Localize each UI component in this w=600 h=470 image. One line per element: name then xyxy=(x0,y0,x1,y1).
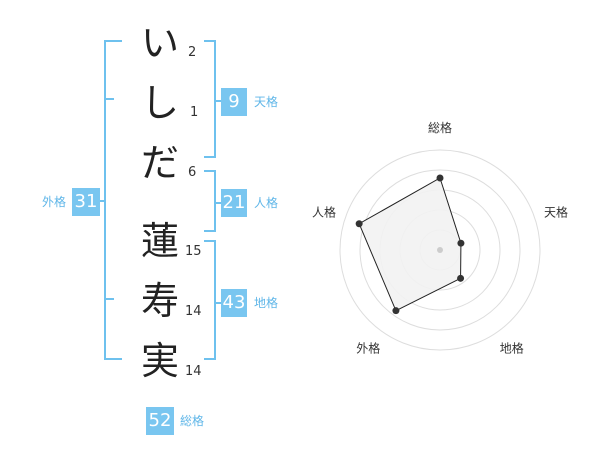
tenkaku-value: 9 xyxy=(221,88,247,116)
tenkaku-bracket-bottom xyxy=(204,156,216,158)
stroke-count-4: 15 xyxy=(185,244,202,259)
stroke-count-2: 1 xyxy=(190,105,199,120)
stroke-count-5: 14 xyxy=(185,304,202,319)
radar-point-5 xyxy=(355,220,363,228)
tenkaku-bracket-vertical xyxy=(214,40,216,158)
radar-axis-label-jinkaku: 人格 xyxy=(312,204,336,219)
gaikaku-value: 31 xyxy=(72,188,100,216)
radar-point-1 xyxy=(436,174,444,182)
radar-point-2 xyxy=(457,239,465,247)
name-char-6: 実 xyxy=(140,339,179,383)
tenkaku-bracket-top xyxy=(204,40,216,42)
name-char-3: だ xyxy=(140,141,179,185)
chikaku-connector xyxy=(214,302,222,304)
radar-grid-ring-5 xyxy=(339,149,541,351)
radar-value-polygon xyxy=(358,177,462,312)
radar-chart: 総格 天格 地格 外格 人格 xyxy=(312,120,568,356)
radar-axis-label-gaikaku: 外格 xyxy=(356,341,380,356)
stroke-count-3: 6 xyxy=(188,165,197,180)
radar-axis-label-tenkaku: 天格 xyxy=(544,204,568,219)
jinkaku-value: 21 xyxy=(221,189,247,217)
chikaku-bracket-top xyxy=(204,240,216,242)
chikaku-label: 地格 xyxy=(254,296,279,310)
name-char-5: 寿 xyxy=(140,279,179,323)
jinkaku-bracket-bottom xyxy=(204,230,216,232)
tenkaku-label: 天格 xyxy=(254,95,279,109)
jinkaku-connector xyxy=(214,202,222,204)
name-char-1: い xyxy=(140,21,179,65)
chikaku-bracket-vertical xyxy=(214,240,216,360)
radar-axis-label-chikaku: 地格 xyxy=(500,341,524,356)
radar-center-dot xyxy=(437,247,443,253)
jinkaku-bracket-vertical xyxy=(214,170,216,232)
jinkaku-bracket-top xyxy=(204,170,216,172)
jinkaku-label: 人格 xyxy=(254,196,279,210)
gaikaku-label: 外格 xyxy=(42,195,67,209)
gaikaku-bracket-mid-lower xyxy=(104,298,114,300)
name-char-4: 蓮 xyxy=(140,219,179,263)
radar-point-3 xyxy=(457,274,465,282)
stroke-count-6: 14 xyxy=(185,364,202,379)
gaikaku-bracket-mid-upper xyxy=(104,98,114,100)
chikaku-value: 43 xyxy=(221,289,247,317)
stroke-count-1: 2 xyxy=(188,45,197,60)
radar-grid-ring-4 xyxy=(359,169,521,331)
radar-point-4 xyxy=(392,307,400,315)
name-char-2: し xyxy=(140,81,179,125)
chikaku-bracket-bottom xyxy=(204,358,216,360)
radar-axis-label-soukaku: 総格 xyxy=(428,120,452,135)
soukaku-label: 総格 xyxy=(180,414,205,428)
radar-points xyxy=(355,174,465,315)
soukaku-value: 52 xyxy=(146,407,174,435)
tenkaku-connector xyxy=(214,100,222,102)
gaikaku-connector xyxy=(98,200,106,202)
gaikaku-bracket-bottom xyxy=(104,358,122,360)
gaikaku-bracket-top xyxy=(104,40,122,42)
